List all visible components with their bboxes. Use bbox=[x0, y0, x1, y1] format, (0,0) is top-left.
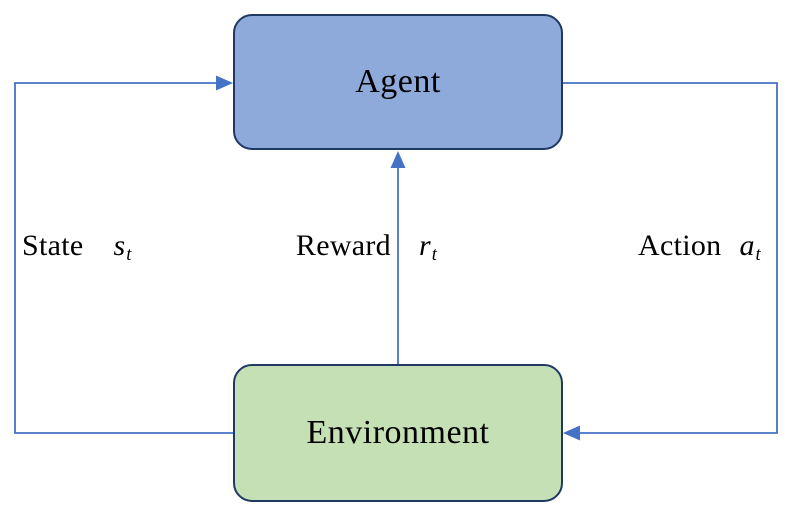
state-label-text: State bbox=[22, 229, 84, 262]
environment-node: Environment bbox=[233, 364, 563, 502]
action-edge-label: Action at bbox=[638, 224, 761, 268]
action-variable: at bbox=[739, 229, 761, 266]
reward-edge-label: Reward bbox=[296, 224, 391, 268]
state-edge-label: State st bbox=[22, 224, 131, 268]
action-arrowhead-icon bbox=[563, 425, 580, 441]
agent-node: Agent bbox=[233, 14, 563, 150]
reward-arrowhead-icon bbox=[390, 151, 406, 168]
action-label-text: Action bbox=[638, 229, 722, 262]
environment-node-label: Environment bbox=[306, 414, 490, 451]
state-arrow-line bbox=[14, 82, 233, 434]
reward-variable: rt bbox=[419, 229, 437, 266]
state-arrowhead-icon bbox=[216, 75, 233, 91]
action-arrow-line bbox=[563, 82, 778, 434]
reward-edge-variable: rt bbox=[419, 224, 437, 268]
agent-node-label: Agent bbox=[355, 63, 441, 100]
reward-label-text: Reward bbox=[295, 229, 391, 262]
state-variable: st bbox=[113, 229, 132, 266]
